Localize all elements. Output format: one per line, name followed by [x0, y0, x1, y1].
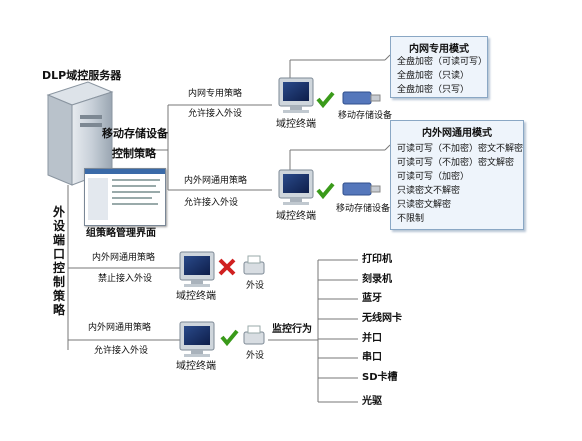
mode-box-intranet-title: 内网专用模式	[409, 44, 469, 55]
monitor-item-burner: 刻录机	[362, 274, 392, 285]
mode-box-intranet-row: 全盘加密（只写）	[397, 85, 470, 95]
branch-4-terminal: 域控终端	[176, 361, 216, 372]
branch-2-bottom-label: 允许接入外设	[184, 198, 239, 208]
mode-box-general: 内外网通用模式 可读可写（不加密）密文不解密 可读可写（不加密）密文解密 可读可…	[390, 120, 524, 230]
branch-3-top-label: 内外网通用策略	[92, 253, 156, 263]
monitor-item-optical-drive: 光驱	[362, 396, 382, 407]
branch-3-bottom-label: 禁止接入外设	[98, 274, 153, 284]
monitor-label: 监控行为	[272, 324, 312, 335]
monitor-item-wifi-card: 无线网卡	[362, 313, 402, 324]
branch-1-bottom-label: 允许接入外设	[188, 109, 243, 119]
monitor-item-bluetooth: 蓝牙	[362, 293, 382, 304]
server-title: DLP域控服务器	[42, 69, 122, 82]
mode-box-general-title: 内外网通用模式	[422, 128, 492, 139]
branch-1-device: 移动存储设备	[338, 111, 393, 121]
policy-group-line1: 移动存储设备	[102, 127, 168, 140]
branch-3-terminal: 域控终端	[176, 291, 216, 302]
group-policy-window	[84, 168, 166, 226]
mode-box-general-row: 可读可写（不加密）密文解密	[397, 158, 515, 168]
mode-box-intranet: 内网专用模式 全盘加密（可读可写） 全盘加密（只读） 全盘加密（只写）	[390, 36, 488, 98]
monitor-item-parallel-port: 并口	[362, 333, 382, 344]
branch-3-device: 外设	[246, 281, 265, 291]
branch-2-top-label: 内外网通用策略	[184, 176, 248, 186]
branch-4-device: 外设	[246, 351, 265, 361]
vertical-policy-label: 外设端口控制策略	[52, 205, 65, 317]
mode-box-intranet-row: 全盘加密（只读）	[397, 71, 470, 81]
monitor-item-printer: 打印机	[362, 254, 392, 265]
branch-2-terminal: 域控终端	[276, 211, 316, 222]
branch-1-top-label: 内网专用策略	[188, 89, 243, 99]
mode-box-intranet-row: 全盘加密（可读可写）	[397, 57, 488, 67]
policy-group-line2: 控制策略	[112, 147, 156, 160]
mode-box-general-row: 可读可写（不加密）密文不解密	[397, 144, 524, 154]
monitor-item-sd-slot: SD卡槽	[362, 372, 398, 383]
monitor-item-serial-port: 串口	[362, 352, 382, 363]
group-policy-caption: 组策略管理界面	[86, 228, 156, 239]
mode-box-general-row: 不限制	[397, 214, 425, 224]
branch-4-bottom-label: 允许接入外设	[94, 346, 149, 356]
branch-1-terminal: 域控终端	[276, 119, 316, 130]
mode-box-general-row: 只读密文解密	[397, 200, 452, 210]
mode-box-general-row: 可读可写（加密）	[397, 172, 470, 182]
mode-box-general-row: 只读密文不解密	[397, 186, 461, 196]
branch-2-device: 移动存储设备	[336, 204, 391, 214]
branch-4-top-label: 内外网通用策略	[88, 323, 152, 333]
